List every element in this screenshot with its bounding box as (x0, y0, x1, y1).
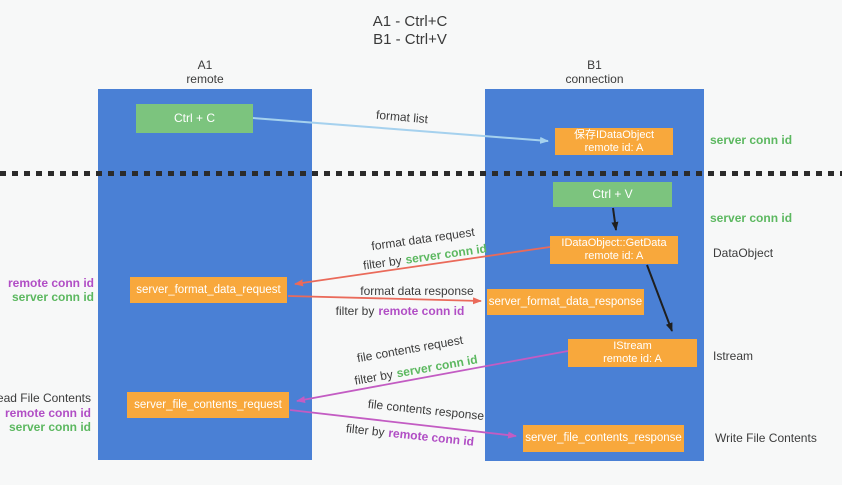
lane-a1-title: A1 (197, 58, 213, 72)
ctrl-c-label: Ctrl + C (173, 111, 215, 125)
diagram-title: A1 - Ctrl+C B1 - Ctrl+V (0, 13, 820, 49)
istream-label: Istream (713, 349, 754, 363)
ctrl-c-node: Ctrl + C (136, 104, 253, 133)
read-file-contents-label: Read File Contents (0, 391, 91, 405)
getdata-line1: IDataObject::GetData (561, 237, 667, 249)
filter-by-text: filter by (353, 367, 394, 388)
file-contents-response-label: file contents response (367, 396, 485, 424)
server-file-contents-request-node: server_file_contents_request (127, 392, 289, 418)
right-server-conn-id-top: server conn id (710, 133, 793, 147)
format-data-response-label: format data response (360, 284, 474, 298)
remote-conn-id-text: remote conn id (378, 304, 465, 318)
istream-line2: remote id: A (603, 353, 662, 365)
istream-line1: IStream (613, 340, 652, 352)
lane-a1-subtitle: remote (186, 72, 224, 86)
machine-boundary-dashed-line (0, 171, 842, 176)
remote-conn-id-text: remote conn id (4, 406, 91, 420)
getdata-line2: remote id: A (584, 250, 644, 262)
left-format-conn-ids: remote conn id server conn id (8, 276, 94, 304)
write-file-contents-label: Write File Contents (715, 431, 817, 445)
lane-header-b1: B1 connection (485, 58, 704, 86)
server-format-data-request-node: server_format_data_request (130, 277, 287, 303)
format-list-label: format list (375, 107, 429, 127)
server-conn-id-text: server conn id (8, 420, 91, 434)
server-format-data-response-node: server_format_data_response (487, 289, 644, 315)
lane-header-a1: A1 remote (98, 58, 312, 86)
file-request-label: server_file_contents_request (134, 398, 282, 411)
ctrl-v-label: Ctrl + V (592, 187, 633, 201)
lane-b1-title: B1 (587, 58, 602, 72)
save-idataobject-node: 保存IDataObject remote id: A (555, 128, 673, 155)
format-request-label: server_format_data_request (136, 283, 281, 296)
dataobject-label: DataObject (713, 246, 774, 260)
lane-b1-subtitle: connection (565, 72, 624, 86)
server-file-contents-response-node: server_file_contents_response (523, 425, 684, 452)
filter-by-text: filter by (345, 421, 386, 440)
filter-by-text: filter by (362, 253, 403, 273)
right-server-conn-id-mid: server conn id (710, 211, 793, 225)
title-line-2: B1 - Ctrl+V (373, 31, 447, 48)
filter-by-text: filter by (335, 304, 375, 318)
title-line-1: A1 - Ctrl+C (372, 13, 448, 30)
save-idataobject-line2: remote id: A (584, 141, 644, 154)
save-idataobject-line1: 保存IDataObject (573, 128, 655, 141)
idataobject-getdata-node: IDataObject::GetData remote id: A (550, 236, 678, 264)
file-response-label: server_file_contents_response (525, 432, 682, 444)
istream-node: IStream remote id: A (568, 339, 697, 367)
remote-conn-id-text: remote conn id (387, 425, 475, 449)
server-conn-id-text: server conn id (11, 290, 94, 304)
format-response-label: server_format_data_response (488, 295, 643, 308)
left-file-conn-ids: Read File Contents remote conn id server… (0, 390, 91, 434)
remote-conn-id-text: remote conn id (7, 276, 94, 290)
ctrl-v-node: Ctrl + V (553, 182, 672, 207)
